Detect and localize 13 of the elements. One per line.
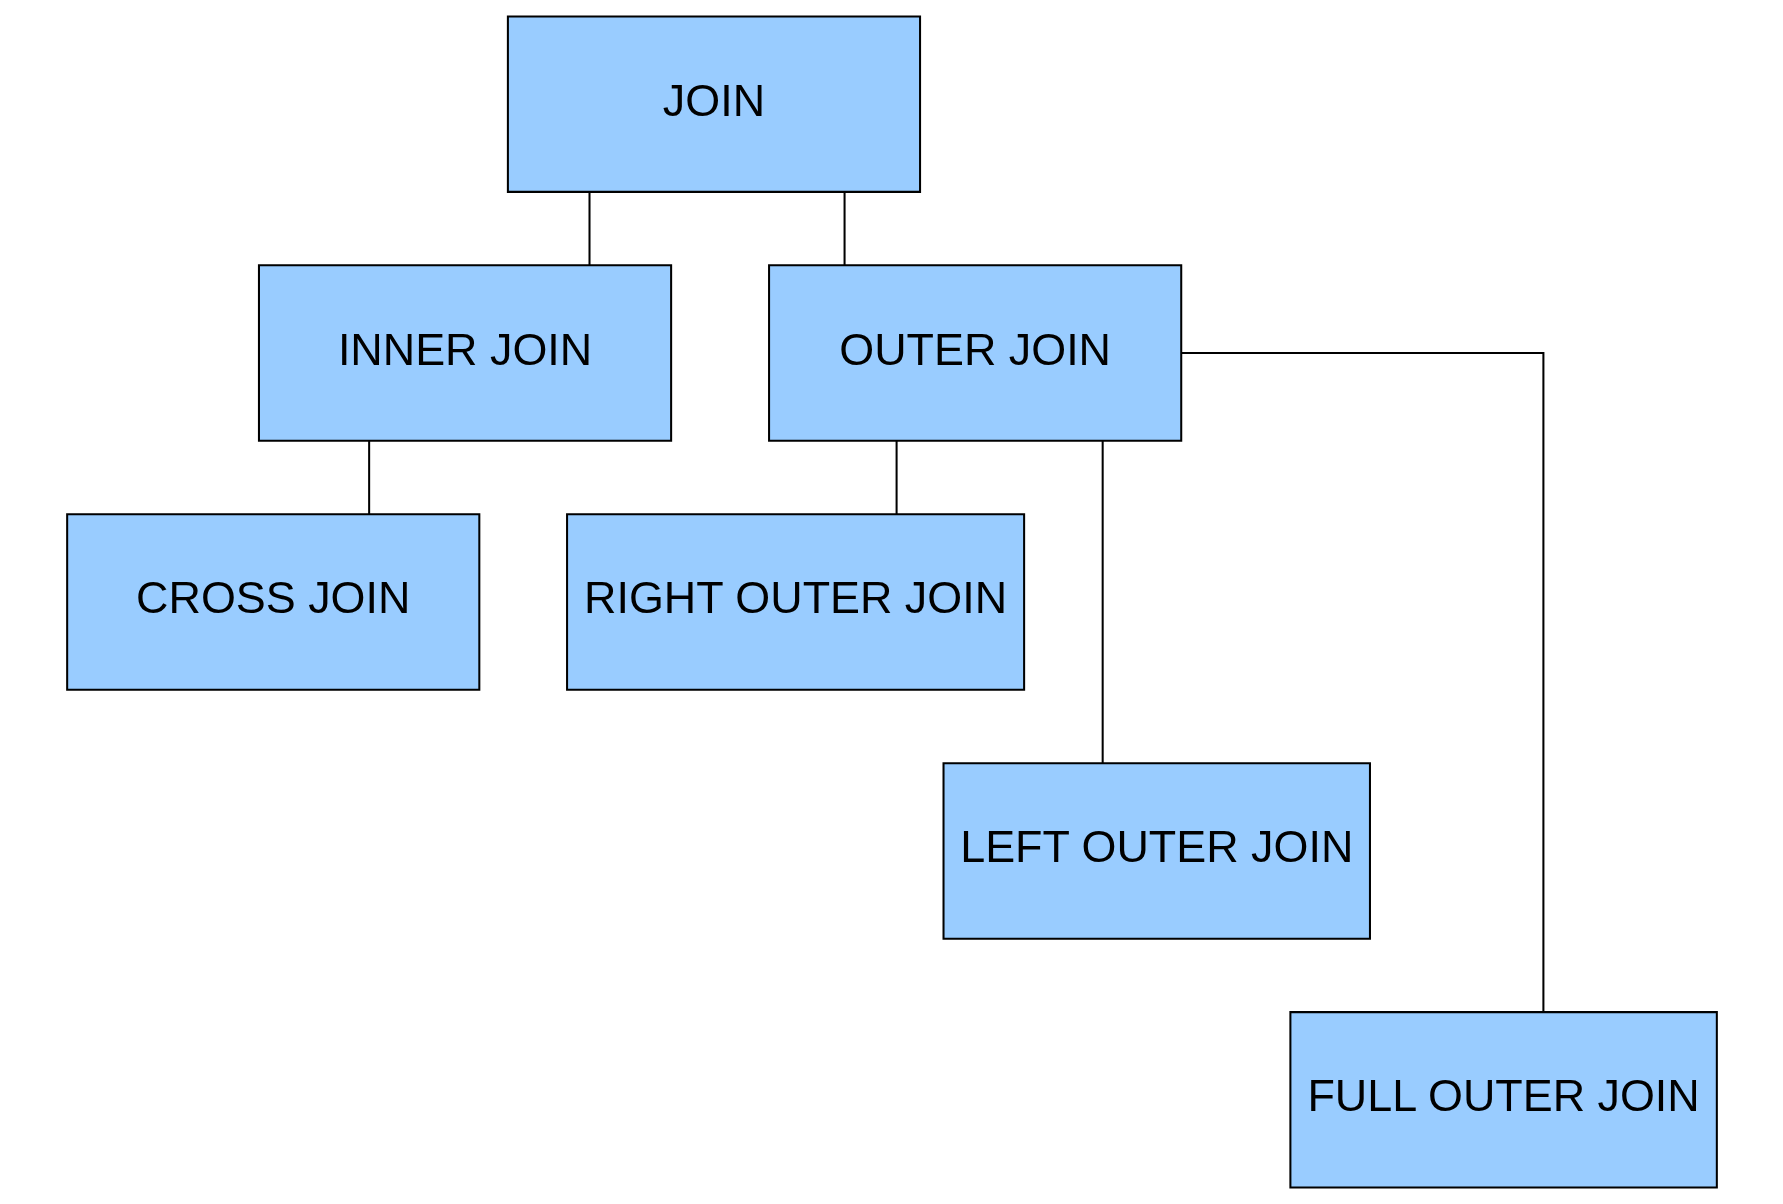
node-box: INNER JOIN (257, 264, 672, 442)
node-box: RIGHT OUTER JOIN (565, 513, 1025, 691)
node-box: FULL OUTER JOIN (1288, 1011, 1718, 1189)
node-box: OUTER JOIN (767, 264, 1182, 442)
connector (1101, 440, 1104, 764)
connector (588, 191, 591, 266)
node-box: LEFT OUTER JOIN (942, 762, 1371, 940)
connector (367, 440, 370, 515)
connector (843, 191, 846, 266)
node-box: JOIN (506, 15, 921, 193)
connector (895, 440, 898, 515)
connector (1181, 352, 1544, 1012)
node-box: CROSS JOIN (65, 513, 480, 691)
